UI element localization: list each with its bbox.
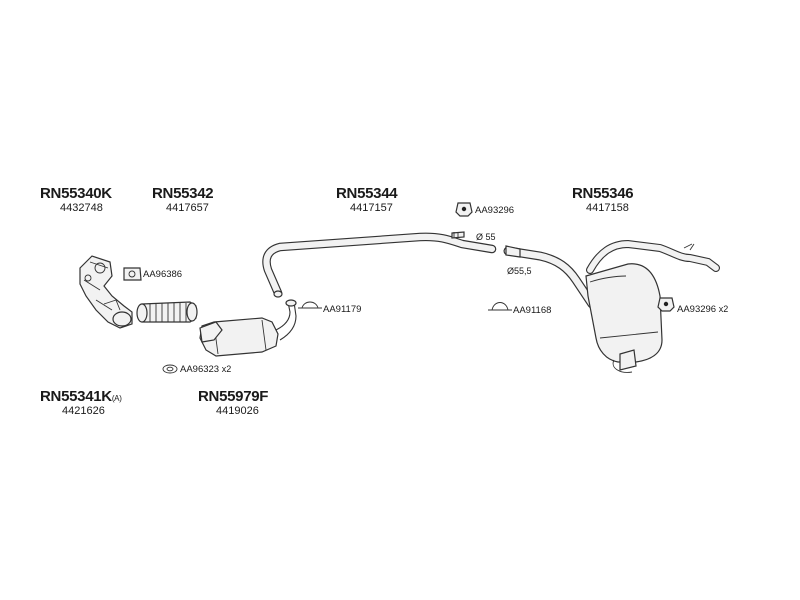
section-code-rn55979f: RN55979F <box>198 388 269 405</box>
part-qty-aa93296-right: x2 <box>718 304 729 314</box>
gasket-icon <box>123 267 142 281</box>
section-number-rn55346: 4417158 <box>586 202 629 214</box>
section-code-rn55340k: RN55340K <box>40 185 112 202</box>
flex-pipe <box>136 301 198 323</box>
section-number-rn55340k: 4432748 <box>60 202 103 214</box>
section-code-rn55342: RN55342 <box>152 185 214 202</box>
rubber-hanger-icon <box>657 297 675 312</box>
rear-silencer <box>503 239 720 373</box>
part-label-aa96323-text: AA96323 <box>180 364 220 375</box>
section-code-rn55341k-text: RN55341K <box>40 388 112 405</box>
part-qty-aa96323: x2 <box>221 364 232 374</box>
part-label-aa96323: AA96323 x2 <box>180 365 231 375</box>
section-number-rn55979f: 4419026 <box>216 405 259 417</box>
dimension-label-d55: Ø 55 <box>476 232 496 242</box>
part-label-aa93296-right: AA93296 x2 <box>677 305 728 315</box>
part-label-aa96386: AA96386 <box>143 269 183 280</box>
ring-gasket-icon <box>162 364 178 374</box>
part-label-aa93296-top: AA93296 <box>475 205 515 216</box>
rubber-hanger-icon <box>455 202 473 217</box>
section-code-rn55341k: RN55341K(A) <box>40 389 122 404</box>
section-code-rn55346: RN55346 <box>572 185 634 202</box>
dimension-label-d555: Ø55,5 <box>507 266 532 276</box>
section-number-rn55342: 4417657 <box>166 202 209 214</box>
part-label-aa91168: AA91168 <box>513 305 552 316</box>
clamp-icon <box>488 302 512 311</box>
section-code-rn55341k-suffix: (A) <box>111 394 122 403</box>
intermediate-pipe <box>262 231 497 298</box>
front-pipe-manifold <box>79 255 133 329</box>
section-number-rn55344: 4417157 <box>350 202 393 214</box>
part-label-aa91179: AA91179 <box>323 304 362 315</box>
section-code-rn55344: RN55344 <box>336 185 398 202</box>
catalytic-converter <box>199 299 297 357</box>
part-label-aa93296-right-text: AA93296 <box>677 304 717 315</box>
clamp-icon <box>298 301 322 309</box>
section-number-rn55341k: 4421626 <box>62 405 105 417</box>
